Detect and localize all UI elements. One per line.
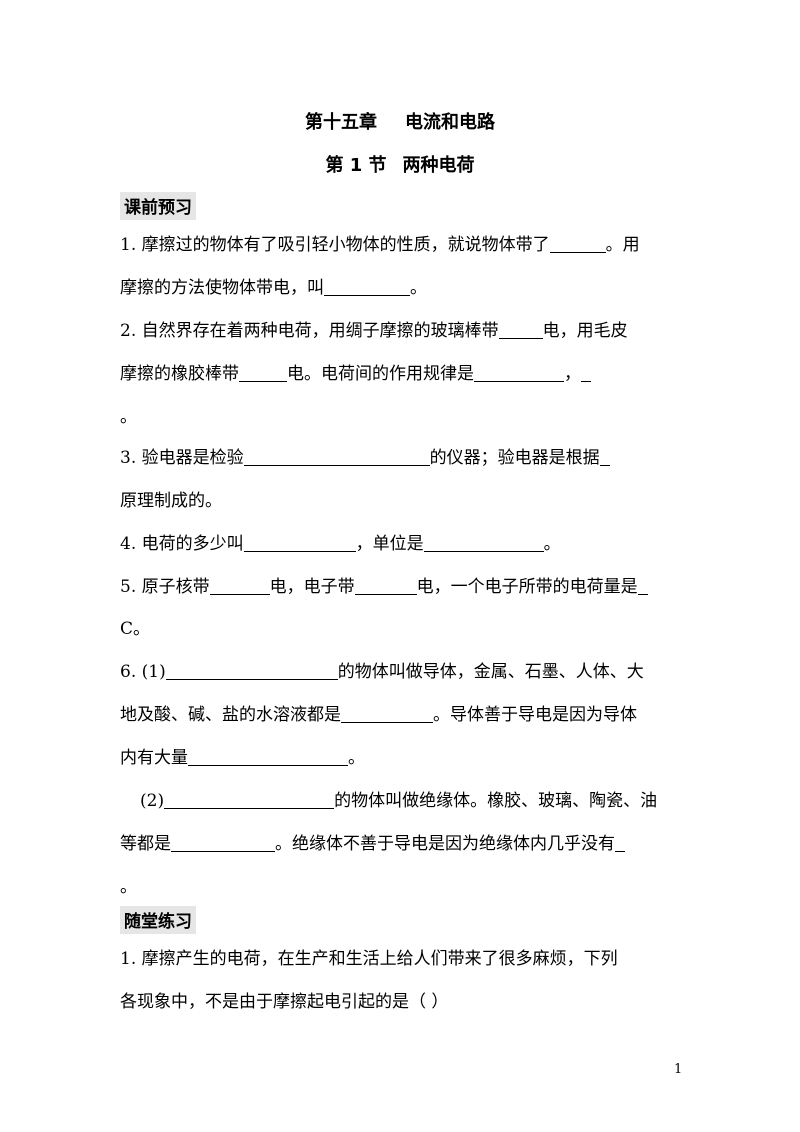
section-heading: 第 1 节两种电荷 — [0, 151, 800, 177]
answer-blank[interactable] — [423, 533, 544, 552]
answer-blank[interactable] — [637, 576, 648, 595]
answer-blank[interactable] — [599, 447, 610, 466]
q6-line-2: 地及酸、碱、盐的水溶液都是。导体善于导电是因为导体 — [120, 704, 637, 725]
chapter-heading: 第十五章 电流和电路 — [0, 108, 800, 134]
page-number: 1 — [674, 1062, 683, 1077]
q5-line-1: 5. 原子核带电，电子带电，一个电子所带的电荷量是 — [120, 575, 680, 599]
q2-line-1: 2. 自然界存在着两种电荷，用绸子摩擦的玻璃棒带电，用毛皮 — [120, 320, 628, 341]
answer-blank[interactable] — [243, 533, 356, 552]
answer-blank[interactable] — [165, 661, 338, 680]
q1-line-1: 1. 摩擦过的物体有了吸引轻小物体的性质，就说物体带了。用 — [120, 234, 640, 255]
q3-line-2: 原理制成的。 — [120, 491, 222, 511]
answer-blank[interactable] — [581, 363, 591, 382]
q3-line-1: 3. 验电器是检验的仪器；验电器是根据 — [120, 446, 680, 470]
q6-line-3: 内有大量。 — [120, 747, 365, 768]
preview-heading: 课前预习 — [120, 192, 196, 220]
answer-blank[interactable] — [324, 277, 410, 296]
answer-blank[interactable] — [615, 833, 625, 852]
chapter-title: 电流和电路 — [405, 112, 495, 133]
answer-blank[interactable] — [549, 234, 606, 253]
q4-line: 4. 电荷的多少叫，单位是。 — [120, 533, 561, 554]
answer-blank[interactable] — [498, 320, 543, 339]
q2-line-2: 摩擦的橡胶棒带电。电荷间的作用规律是， — [120, 362, 680, 386]
p1-line-1: 1. 摩擦产生的电荷，在生产和生活上给人们带来了很多麻烦，下列 — [120, 949, 618, 969]
q6b-line-3: 。 — [120, 877, 137, 897]
chapter-number: 第十五章 — [305, 112, 377, 133]
section-title: 两种电荷 — [402, 155, 475, 176]
q6-line-1: 6. (1)的物体叫做导体，金属、石墨、人体、大 — [120, 661, 644, 682]
answer-blank[interactable] — [188, 747, 348, 766]
answer-blank[interactable] — [341, 704, 433, 723]
p1-line-2: 各现象中，不是由于摩擦起电引起的是（ ） — [120, 992, 449, 1012]
practice-heading: 随堂练习 — [120, 906, 196, 934]
answer-blank[interactable] — [474, 363, 564, 382]
section-number: 第 1 节 — [325, 155, 387, 176]
answer-blank[interactable] — [243, 447, 430, 466]
q6b-line-1: (2)的物体叫做绝缘体。橡胶、玻璃、陶瓷、油 — [140, 790, 658, 811]
answer-blank[interactable] — [209, 576, 270, 595]
q6b-line-2: 等都是。绝缘体不善于导电是因为绝缘体内几乎没有 — [120, 832, 680, 856]
q2-line-3: 。 — [120, 407, 137, 427]
answer-blank[interactable] — [239, 363, 287, 382]
q5-line-2: C。 — [120, 619, 151, 639]
answer-blank[interactable] — [171, 833, 275, 852]
answer-blank[interactable] — [164, 790, 335, 809]
q1-line-2: 摩擦的方法使物体带电，叫。 — [120, 277, 427, 298]
answer-blank[interactable] — [354, 576, 417, 595]
